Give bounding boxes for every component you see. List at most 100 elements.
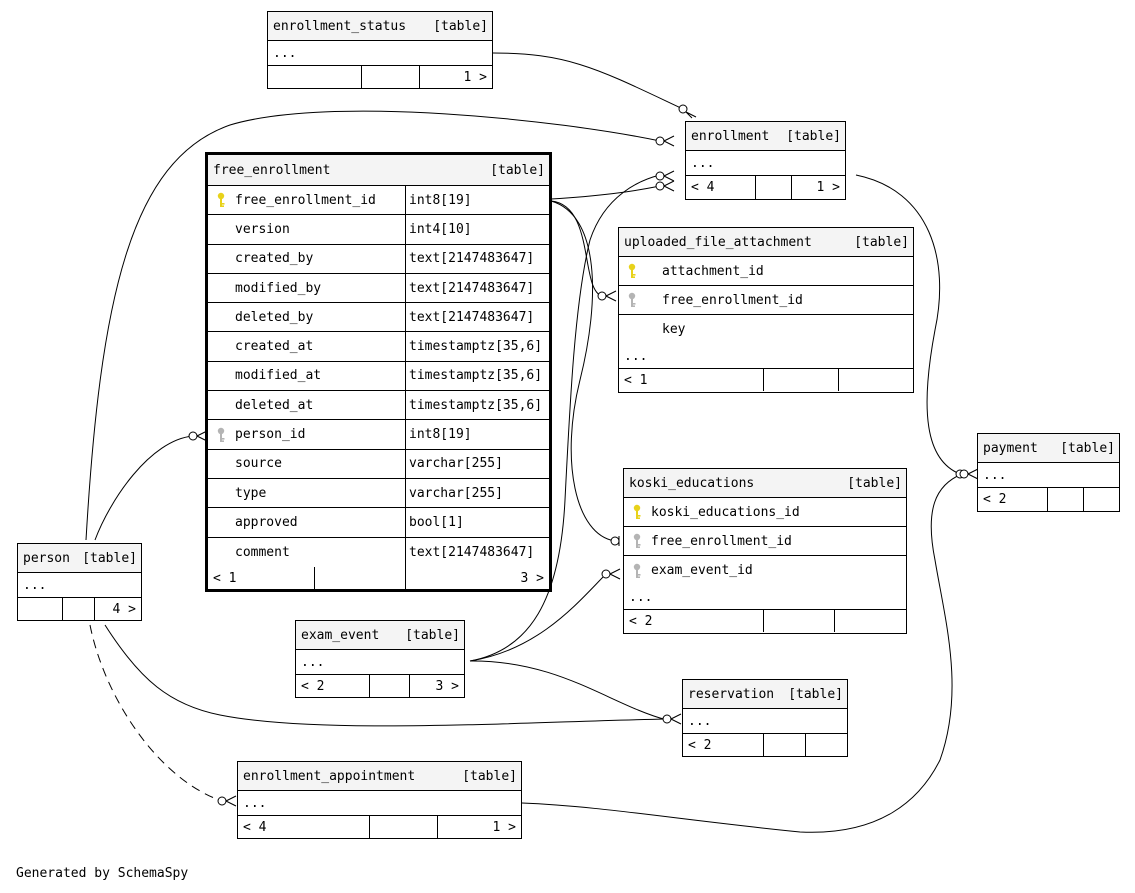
table-payment[interactable]: payment [table] ... < 2 <box>977 433 1120 512</box>
table-reservation[interactable]: reservation [table] ... < 2 <box>682 679 848 757</box>
columns-ellipsis: ... <box>238 791 521 816</box>
footer-parents[interactable]: < 4 <box>238 816 370 838</box>
column-name: version <box>235 221 290 237</box>
footer-parents <box>18 598 63 620</box>
edge-enrollment-appointment-payment <box>521 473 963 833</box>
footer-rows <box>764 734 806 756</box>
column-name: key <box>662 322 686 337</box>
column-name-cell: free_enrollment_id <box>619 286 913 314</box>
footer-parents[interactable]: < 2 <box>624 610 764 632</box>
footer-children[interactable]: 4 > <box>112 601 136 617</box>
foreign-key-icon <box>627 292 637 308</box>
footer-children[interactable]: 1 > <box>816 180 840 195</box>
column-row[interactable]: key <box>619 315 913 344</box>
footer-rows <box>370 816 438 838</box>
footer-rows <box>63 598 95 620</box>
footer-children[interactable]: 3 > <box>435 678 459 694</box>
column-name: free_enrollment_id <box>235 192 376 208</box>
column-name: attachment_id <box>662 263 764 279</box>
table-name: reservation <box>688 686 775 702</box>
column-name: exam_event_id <box>651 563 753 578</box>
edge-free-enrollment-koski <box>550 200 616 542</box>
column-row[interactable]: attachment_id <box>619 257 913 286</box>
table-tag: [table] <box>82 550 137 566</box>
primary-key-icon <box>632 504 642 520</box>
column-name: created_at <box>235 339 314 355</box>
table-header: koski_educations [table] <box>624 469 906 498</box>
edge-person-enrollment-appointment <box>89 624 223 802</box>
primary-key-icon <box>216 192 226 208</box>
table-name: uploaded_file_attachment <box>624 234 812 250</box>
column-row[interactable]: exam_event_id <box>624 556 906 585</box>
table-person[interactable]: person [table] ... 4 > <box>17 543 142 621</box>
table-tag: [table] <box>405 627 460 643</box>
table-header: enrollment_status [table] <box>268 12 492 41</box>
table-exam-event[interactable]: exam_event [table] ... < 2 3 > <box>295 620 465 698</box>
table-name: free_enrollment <box>213 162 331 178</box>
table-header: uploaded_file_attachment [table] <box>619 228 913 257</box>
footer-parents[interactable]: < 2 <box>296 675 370 697</box>
columns-ellipsis: ... <box>619 344 913 369</box>
footer-parents <box>268 66 362 88</box>
footer-children[interactable]: 1 > <box>492 819 516 835</box>
edge-person-reservation <box>104 624 668 727</box>
table-footer: < 1 3 > <box>208 566 549 591</box>
foreign-key-icon <box>632 563 642 579</box>
table-tag: [table] <box>1060 440 1115 456</box>
table-enrollment-appointment[interactable]: enrollment_appointment [table] ... < 4 1… <box>237 761 522 839</box>
column-name: deleted_at <box>235 397 314 413</box>
footer-parents[interactable]: < 1 <box>619 369 764 391</box>
column-type: varchar[255] <box>409 485 503 501</box>
table-header: person [table] <box>18 544 141 573</box>
table-footer: 1 > <box>268 66 492 88</box>
column-row[interactable]: free_enrollment_id <box>624 527 906 556</box>
column-row[interactable]: version int4[10] <box>208 215 549 245</box>
footer-parents[interactable]: < 2 <box>683 734 764 756</box>
column-row[interactable]: free_enrollment_id <box>619 286 913 315</box>
table-name: payment <box>983 440 1038 456</box>
column-name-cell: free_enrollment_id <box>208 186 406 215</box>
columns-ellipsis: ... <box>686 151 845 176</box>
column-type: int4[10] <box>409 221 472 237</box>
table-koski-educations[interactable]: koski_educations [table] koski_education… <box>623 468 907 634</box>
footer-rows <box>1048 488 1084 511</box>
footer-children[interactable]: 3 > <box>520 571 544 587</box>
footer-rows <box>315 566 406 591</box>
table-tag: [table] <box>462 768 517 784</box>
table-free-enrollment[interactable]: free_enrollment [table] free_enrollment_… <box>205 152 552 592</box>
footer-children[interactable]: 1 > <box>463 69 487 85</box>
table-footer: < 2 <box>624 610 906 632</box>
column-type: text[2147483647] <box>409 544 535 560</box>
column-type: text[2147483647] <box>409 280 535 296</box>
footer-children <box>839 369 913 391</box>
footer-parents[interactable]: < 4 <box>686 176 756 199</box>
columns-ellipsis: ... <box>296 650 464 675</box>
columns-ellipsis: ... <box>978 463 1119 488</box>
table-enrollment-status[interactable]: enrollment_status [table] ... 1 > <box>267 11 493 89</box>
column-name: source <box>235 456 282 472</box>
column-row[interactable]: koski_educations_id <box>624 498 906 527</box>
table-enrollment[interactable]: enrollment [table] ... < 4 1 > <box>685 121 846 200</box>
edge-person-enrollment <box>85 110 661 541</box>
edge-enrollment-payment <box>855 174 961 475</box>
column-name-cell: modified_by <box>208 273 406 303</box>
footer-parents[interactable]: < 2 <box>978 488 1048 511</box>
column-name: modified_at <box>235 368 322 384</box>
edge-enrollment-status-enrollment <box>492 52 684 110</box>
table-uploaded-file-attachment[interactable]: uploaded_file_attachment [table] attachm… <box>618 227 914 393</box>
footer-parents[interactable]: < 1 <box>208 566 315 591</box>
table-footer: < 4 1 > <box>686 176 845 199</box>
columns-ellipsis: ... <box>683 709 847 734</box>
